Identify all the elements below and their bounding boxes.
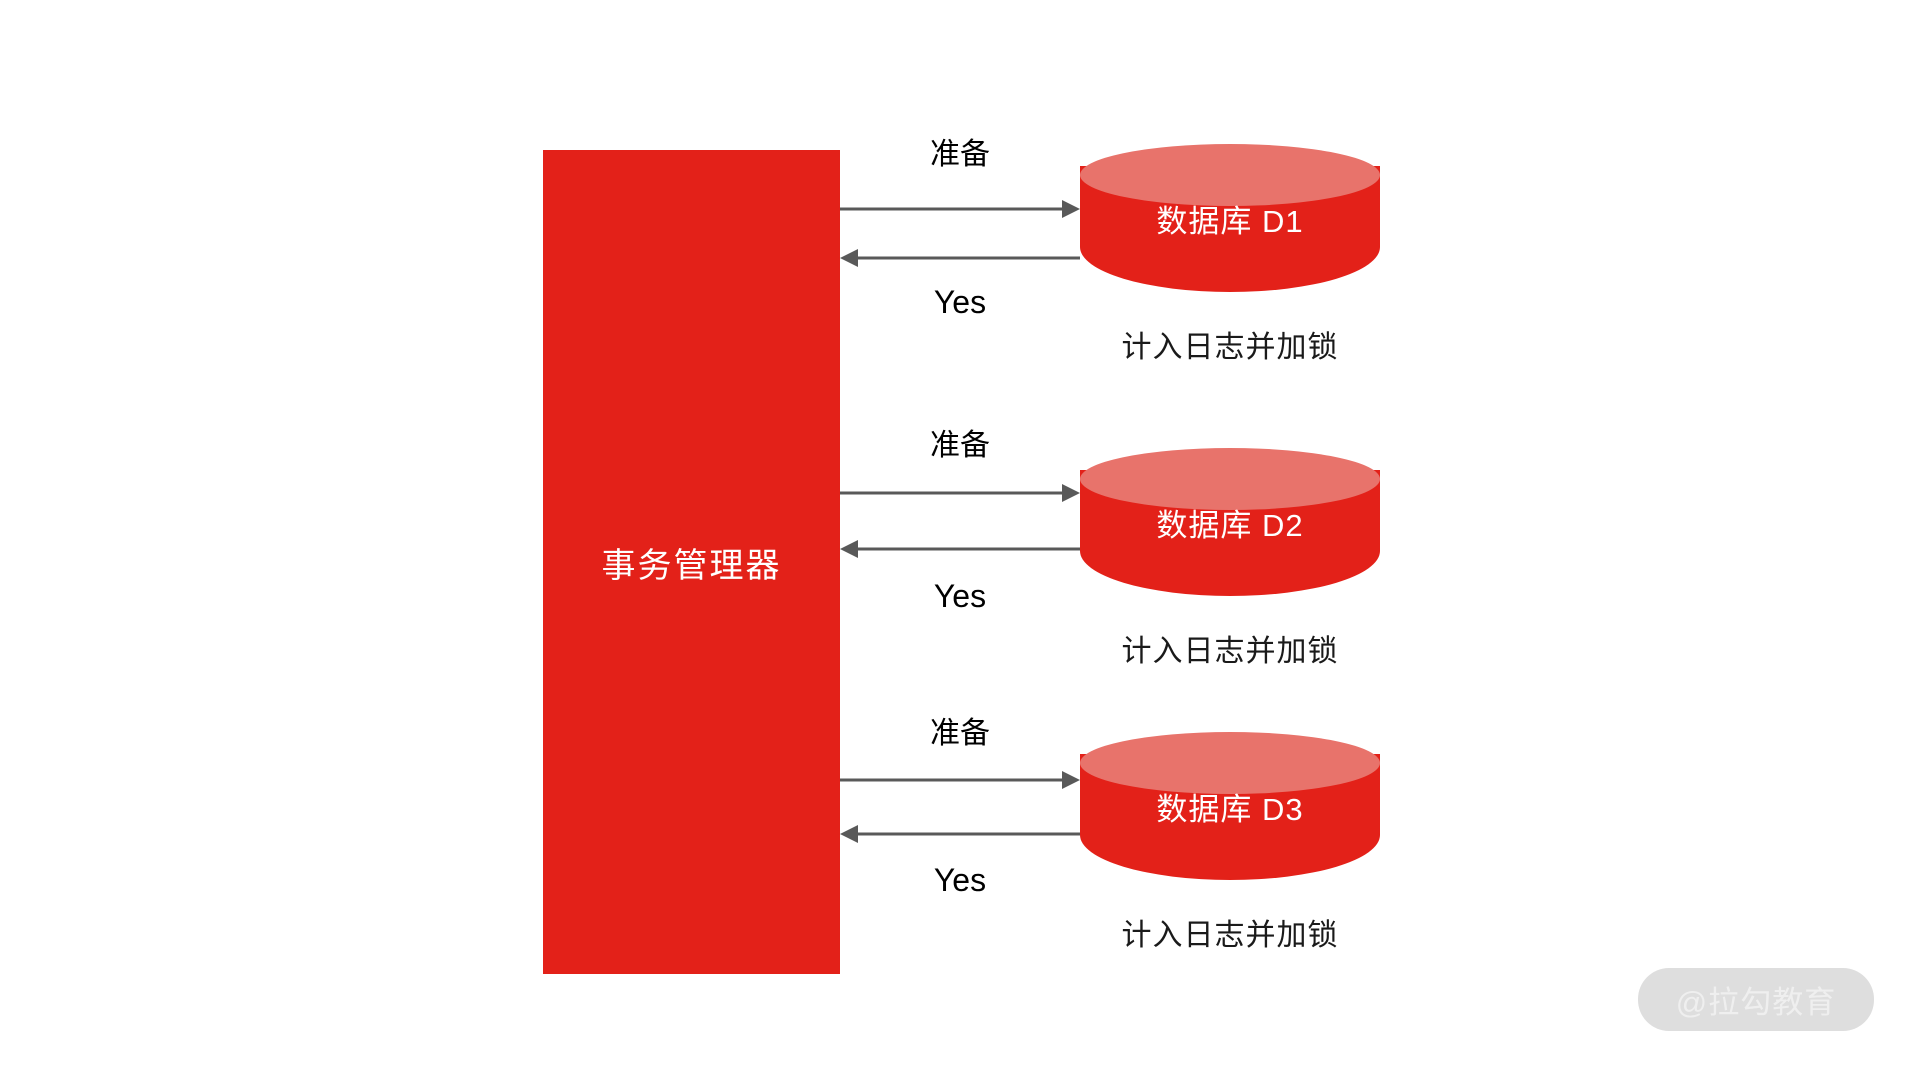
watermark-badge: @拉勾教育: [1638, 968, 1874, 1031]
transaction-manager-label: 事务管理器: [601, 546, 782, 585]
arrow-prepare-d1: [840, 200, 1080, 218]
database-label-d1: 数据库 D1: [1156, 204, 1304, 239]
database-node-d3: 数据库 D3 计入日志并加锁: [1080, 732, 1380, 952]
edge-label-yes-d3: Yes: [933, 862, 987, 898]
edge-label-yes-d1: Yes: [933, 284, 987, 320]
database-caption-d1: 计入日志并加锁: [1121, 331, 1339, 364]
database-label-d2: 数据库 D2: [1156, 508, 1304, 543]
edge-label-prepare-d1: 准备: [930, 138, 990, 171]
arrow-yes-d1: [840, 249, 1080, 267]
cylinder-top-ellipse-icon: [1080, 448, 1380, 510]
database-cylinder-d1: 数据库 D1: [1080, 144, 1380, 292]
arrow-prepare-d3: [840, 771, 1080, 789]
edge-label-prepare-d3: 准备: [930, 717, 990, 750]
database-cylinder-d2: 数据库 D2: [1080, 448, 1380, 596]
database-node-d2: 数据库 D2 计入日志并加锁: [1080, 448, 1380, 668]
arrow-yes-d2: [840, 540, 1080, 558]
edge-label-yes-d2: Yes: [933, 578, 987, 614]
database-caption-d3: 计入日志并加锁: [1121, 919, 1339, 952]
watermark-text: @拉勾教育: [1675, 985, 1837, 1020]
database-node-d1: 数据库 D1 计入日志并加锁: [1080, 144, 1380, 364]
cylinder-top-ellipse-icon: [1080, 144, 1380, 206]
database-cylinder-d3: 数据库 D3: [1080, 732, 1380, 880]
database-caption-d2: 计入日志并加锁: [1121, 635, 1339, 668]
arrow-yes-d3: [840, 825, 1080, 843]
cylinder-top-ellipse-icon: [1080, 732, 1380, 794]
transaction-manager-box: 事务管理器: [543, 150, 840, 974]
arrow-prepare-d2: [840, 484, 1080, 502]
edge-label-prepare-d2: 准备: [930, 429, 990, 462]
database-label-d3: 数据库 D3: [1156, 792, 1304, 827]
